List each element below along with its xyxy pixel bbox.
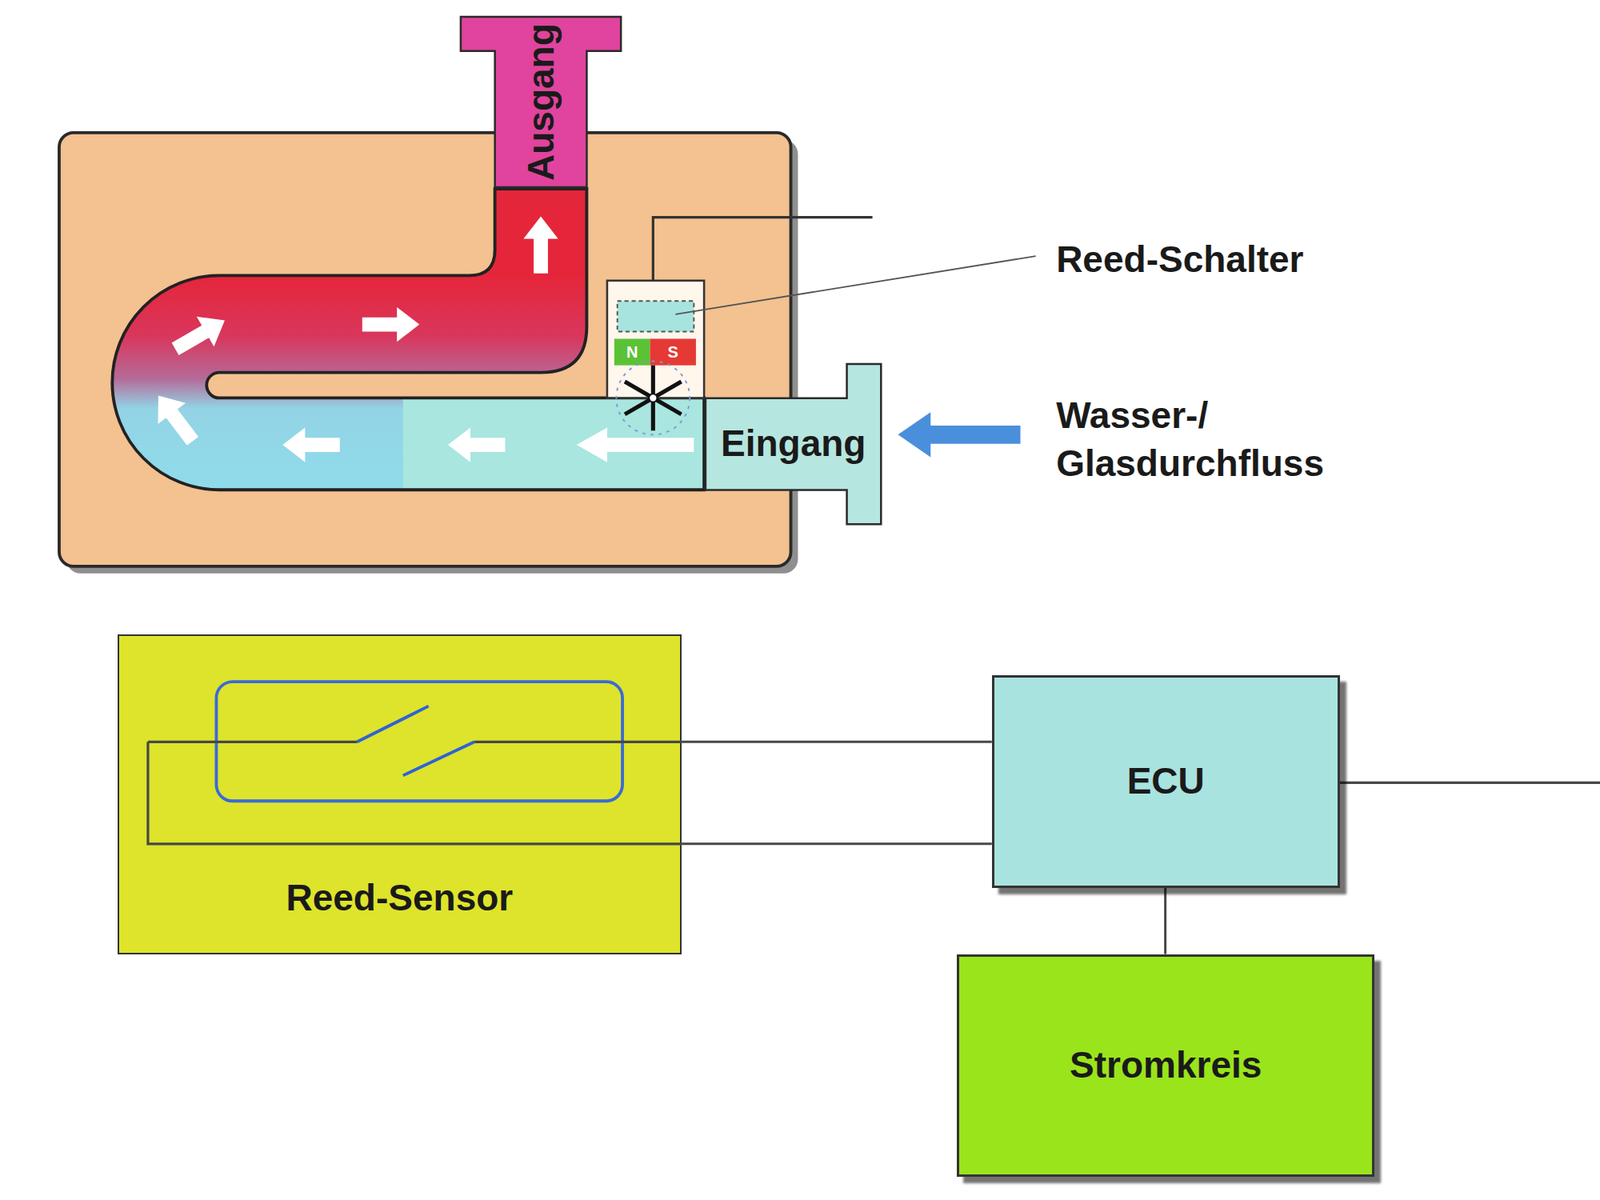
power-circuit-box: Stromkreis [956,954,1375,1177]
signal-wire [681,842,992,845]
signal-wire [1164,888,1167,955]
switch-housing [607,280,704,399]
pole-label: N [626,343,638,361]
impeller-hub [648,393,657,402]
flow-channel [112,188,704,490]
magnet-south [650,338,696,365]
flow-arrow [166,305,234,364]
flow-label: Wasser-/ Glasdurchfluss [1056,392,1392,488]
signal-wire [681,740,992,744]
leader-line [675,256,1036,315]
node-label: Reed-Sensor [285,876,513,920]
flow-arrow [523,216,558,273]
meter-housing [59,132,792,567]
node-label: Stromkreis [1069,1043,1262,1088]
inlet-section [403,397,704,490]
pole-label: S [668,343,679,361]
label-anchor: S [668,343,679,361]
node-label: ECU [1127,759,1205,804]
channel-outline [112,188,704,490]
port-shape [460,16,621,188]
rotor-path [616,361,690,436]
switch-wire [148,741,682,844]
flow-arrow [576,427,695,462]
flow-arrow [448,427,505,462]
flow-direction-arrow [897,412,1020,457]
magnet-north [614,338,651,365]
label-anchor: Reed-Schalter [1056,237,1304,282]
node-label: Eingang [720,421,866,466]
impeller [624,365,682,432]
label-anchor: Wasser-/ Glasdurchfluss [1056,392,1392,488]
flow-arrow [362,307,420,342]
node-label: Ausgang [518,23,563,181]
reed-switch-symbol [617,300,695,332]
part-label: Reed-Schalter [1056,237,1304,282]
sensor-cable [652,217,872,281]
outlet-port: Ausgang [459,15,623,189]
ecu-box: ECU [992,675,1340,888]
switch-contact [356,706,475,776]
port-shape [705,364,881,524]
inlet-port: Eingang [704,362,883,526]
flow-arrow [144,384,208,452]
flow-arrow [282,427,340,462]
label-anchor: N [626,343,638,361]
output-wire [1340,781,1600,784]
